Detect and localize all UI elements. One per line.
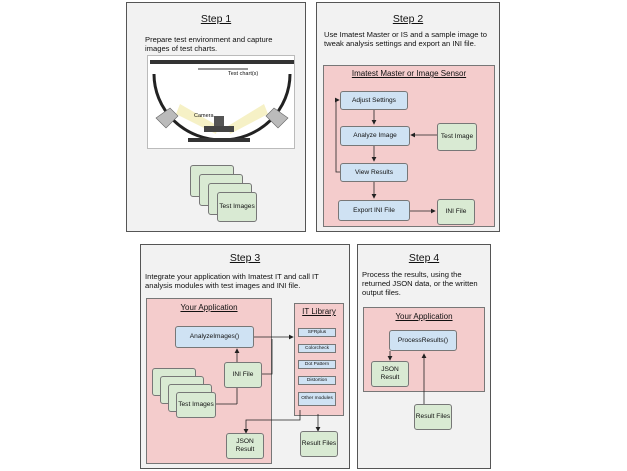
module-other: Other modules <box>298 392 336 406</box>
back-chart-wall <box>150 60 294 64</box>
adjust-settings-box: Adjust Settings <box>340 91 408 110</box>
test-charts-label: Test chart(s) <box>228 71 259 77</box>
it-library-title: IT Library <box>302 307 336 316</box>
test-chart-icon <box>198 68 248 70</box>
test-setup-illustration: Test chart(s) Camera <box>147 55 295 149</box>
your-application-title: Your Application <box>180 303 238 312</box>
arrow-view-loop-back <box>335 97 340 173</box>
lamp-right-icon <box>265 107 289 129</box>
step2-title: Step 2 <box>392 13 424 25</box>
test-images-card-step3: Test Images <box>176 392 216 418</box>
result-files-box-step3: Result Files <box>300 431 338 457</box>
imatest-master-title: Imatest Master or Image Sensor <box>351 69 467 78</box>
camera-body-icon <box>204 126 234 132</box>
json-result-box-step4: JSON Result <box>371 361 409 387</box>
ini-file-box: INI File <box>437 199 475 225</box>
light-beam-right <box>228 104 268 134</box>
arrow-library-to-json <box>243 410 301 434</box>
test-images-card: Test Images <box>217 192 257 222</box>
module-sfrplus: SFRplus <box>298 328 336 337</box>
step3-title: Step 3 <box>229 252 261 264</box>
result-files-box-step4: Result Files <box>414 404 452 430</box>
json-result-box-step3: JSON Result <box>226 433 264 459</box>
camera-base <box>188 138 250 142</box>
step1-title: Step 1 <box>200 13 232 25</box>
camera-lens-icon <box>214 116 224 128</box>
step4-description: Process the results, using the returned … <box>362 270 478 297</box>
module-distortion: Distortion <box>298 376 336 385</box>
ini-file-box-step3: INI File <box>224 362 262 388</box>
lamp-left-icon <box>155 107 179 129</box>
analyze-images-call: AnalyzeImages() <box>175 326 254 348</box>
arrow-ini-to-call <box>262 339 273 375</box>
test-image-box: Test Image <box>437 123 477 151</box>
step4-application-title: Your Application <box>395 312 453 321</box>
view-results-box: View Results <box>340 163 408 182</box>
step3-description: Integrate your application with Imatest … <box>145 272 319 290</box>
module-colorcheck: Colorcheck <box>298 344 336 353</box>
step1-description: Prepare test environment and capture ima… <box>145 35 273 53</box>
export-ini-file-box: Export INI File <box>338 200 410 221</box>
process-results-call: ProcessResults() <box>389 330 457 351</box>
step2-description: Use Imatest Master or IS and a sample im… <box>324 30 487 48</box>
analyze-image-box: Analyze Image <box>340 126 410 146</box>
camera-label: Camera <box>194 113 214 119</box>
step4-title: Step 4 <box>408 252 440 264</box>
module-dot-pattern: Dot Pattern <box>298 360 336 369</box>
